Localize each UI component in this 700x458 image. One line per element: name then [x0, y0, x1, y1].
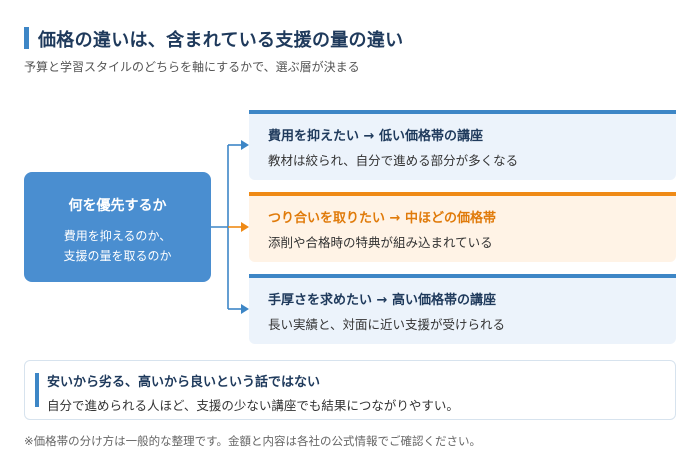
arrow-head-2	[241, 222, 249, 232]
arrow-head-1	[241, 140, 249, 150]
arrow-head-3	[241, 304, 249, 314]
footnote: ※価格帯の分け方は一般的な整理です。金額と内容は各社の公式情報でご確認ください。	[24, 434, 481, 448]
option-heading: つり合いを取りたい → 中ほどの価格帯	[268, 211, 496, 226]
note-text: 自分で進められる人ほど、支援の少ない講座でも結果につながりやすい。	[47, 398, 459, 413]
option-high-price: 手厚さを求めたい → 高い価格帯の講座 長い実績と、対面に近い支援が受けられる	[249, 274, 676, 344]
key-point-note: 安いから劣る、高いから良いという話ではない 自分で進められる人ほど、支援の少ない…	[24, 360, 676, 420]
option-top-bar	[249, 192, 676, 196]
option-description: 長い実績と、対面に近い支援が受けられる	[268, 317, 506, 332]
page-subtitle: 予算と学習スタイルのどちらを軸にするかで、選ぶ層が決まる	[24, 60, 360, 74]
option-description: 教材は絞られ、自分で進める部分が多くなる	[268, 153, 519, 168]
option-description: 添削や合格時の特典が組み込まれている	[268, 235, 493, 250]
option-mid-price: つり合いを取りたい → 中ほどの価格帯 添削や合格時の特典が組み込まれている	[249, 192, 676, 262]
page-title: 価格の違いは、含まれている支援の量の違い	[38, 30, 404, 51]
priority-node-title: 何を優先するか	[68, 198, 167, 214]
option-top-bar	[249, 110, 676, 114]
option-top-bar	[249, 274, 676, 278]
option-low-price: 費用を抑えたい → 低い価格帯の講座 教材は絞られ、自分で進める部分が多くなる	[249, 110, 676, 180]
option-heading: 費用を抑えたい → 低い価格帯の講座	[268, 129, 483, 144]
note-title: 安いから劣る、高いから良いという話ではない	[47, 375, 321, 390]
note-accent-bar	[35, 373, 39, 407]
priority-node-line-1: 費用を抑えるのか、	[63, 229, 172, 243]
priority-node-line-2: 支援の量を取るのか	[63, 249, 172, 263]
priority-node: 何を優先するか 費用を抑えるのか、 支援の量を取るのか	[24, 172, 211, 282]
option-heading: 手厚さを求めたい → 高い価格帯の講座	[268, 293, 496, 308]
title-accent-bar	[24, 27, 29, 49]
